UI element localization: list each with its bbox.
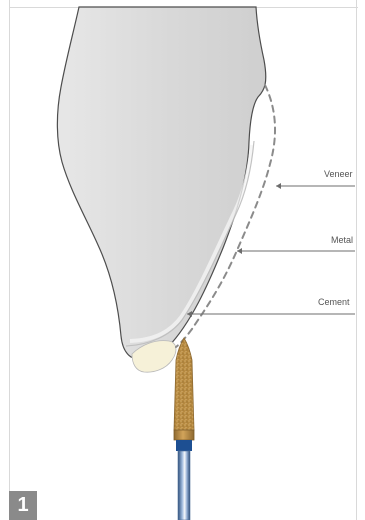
bur-neck [174, 430, 194, 440]
veneer-label: Veneer [324, 170, 353, 179]
bur-tip [174, 338, 194, 430]
metal-label: Metal [331, 236, 353, 245]
figure-number-badge: 1 [9, 491, 37, 520]
veneer-arrow-icon [276, 183, 281, 189]
bur-shank [178, 451, 190, 520]
tooth-body [57, 7, 265, 359]
cement-label: Cement [318, 298, 350, 307]
bur-band [176, 440, 192, 451]
